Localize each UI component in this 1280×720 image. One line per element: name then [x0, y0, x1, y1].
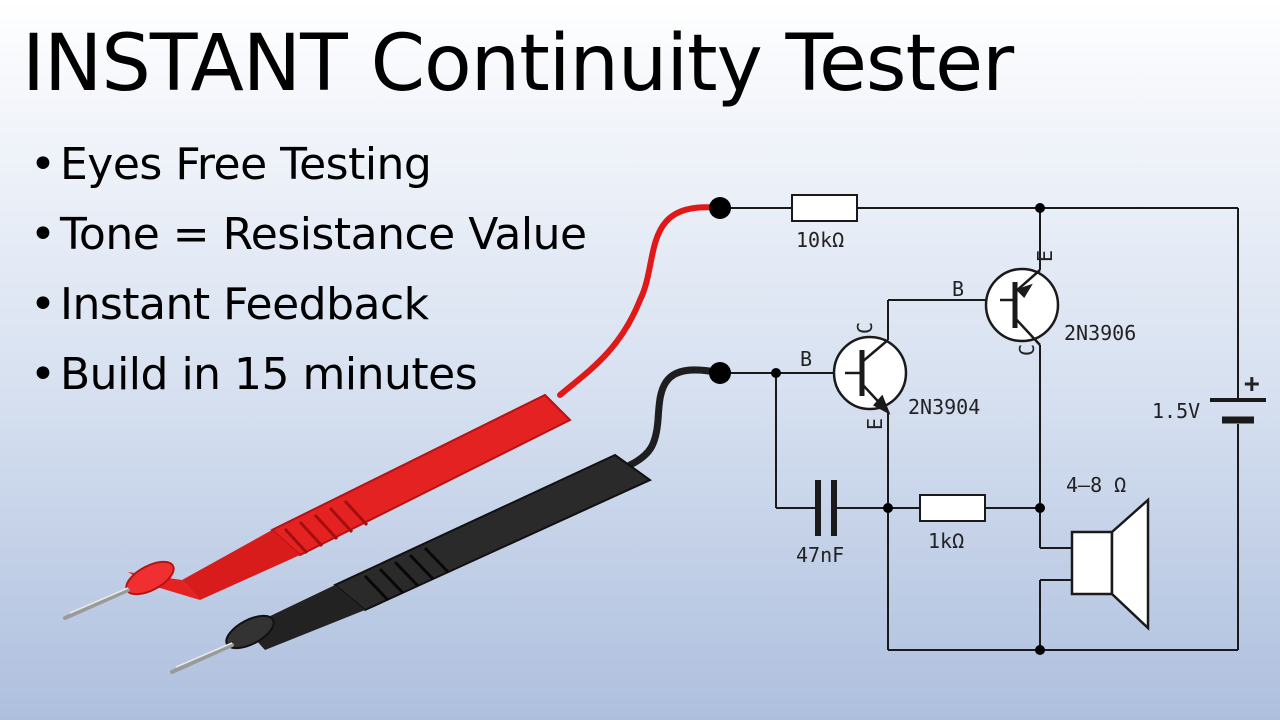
q1-part-label: 2N3904 — [908, 395, 980, 419]
q2-emitter-label: E — [1033, 250, 1057, 262]
circuit-schematic — [720, 207, 1239, 651]
q2-collector-label: C — [1015, 344, 1039, 356]
bullet-text: Tone = Resistance Value — [60, 209, 587, 260]
feature-list: •Eyes Free Testing •Tone = Resistance Va… — [30, 130, 587, 410]
bullet-text: Instant Feedback — [60, 279, 429, 330]
resistor-1k-label: 1kΩ — [928, 529, 964, 553]
junction-node — [1035, 503, 1045, 513]
capacitor-label: 47nF — [796, 543, 844, 567]
bullet-item: •Build in 15 minutes — [30, 340, 587, 410]
bullet-dot: • — [30, 209, 56, 260]
junction-node — [1035, 203, 1045, 213]
junction-node — [1035, 645, 1045, 655]
junction-node — [771, 368, 781, 378]
bullet-item: •Tone = Resistance Value — [30, 200, 587, 270]
bullet-text: Eyes Free Testing — [60, 139, 432, 190]
bullet-dot: • — [30, 279, 56, 330]
battery-plus: + — [1244, 369, 1260, 399]
q1-base-label: B — [800, 347, 812, 371]
battery — [1210, 398, 1266, 424]
black-terminal — [709, 362, 731, 384]
q1-emitter-label: E — [863, 418, 887, 430]
resistor-10k — [791, 194, 858, 222]
transistor-2n3906 — [984, 267, 1060, 346]
red-terminal — [709, 197, 731, 219]
q2-part-label: 2N3906 — [1064, 321, 1136, 345]
battery-label: 1.5V — [1152, 399, 1200, 423]
q2-base-label: B — [952, 277, 964, 301]
bullet-dot: • — [30, 349, 56, 400]
red-test-lead — [63, 204, 723, 620]
black-test-lead — [170, 366, 724, 674]
speaker — [1070, 497, 1150, 631]
speaker-label: 4–8 Ω — [1066, 473, 1126, 497]
bullet-dot: • — [30, 139, 56, 190]
capacitor-47nf — [815, 480, 837, 536]
page-title: INSTANT Continuity Tester — [22, 19, 1014, 109]
transistor-2n3904 — [832, 335, 908, 415]
resistor-10k-label: 10kΩ — [796, 228, 844, 252]
q1-collector-label: C — [853, 322, 877, 334]
junction-node — [883, 503, 893, 513]
bullet-text: Build in 15 minutes — [60, 349, 478, 400]
bullet-item: •Instant Feedback — [30, 270, 587, 340]
resistor-1k — [919, 494, 986, 522]
bullet-item: •Eyes Free Testing — [30, 130, 587, 200]
